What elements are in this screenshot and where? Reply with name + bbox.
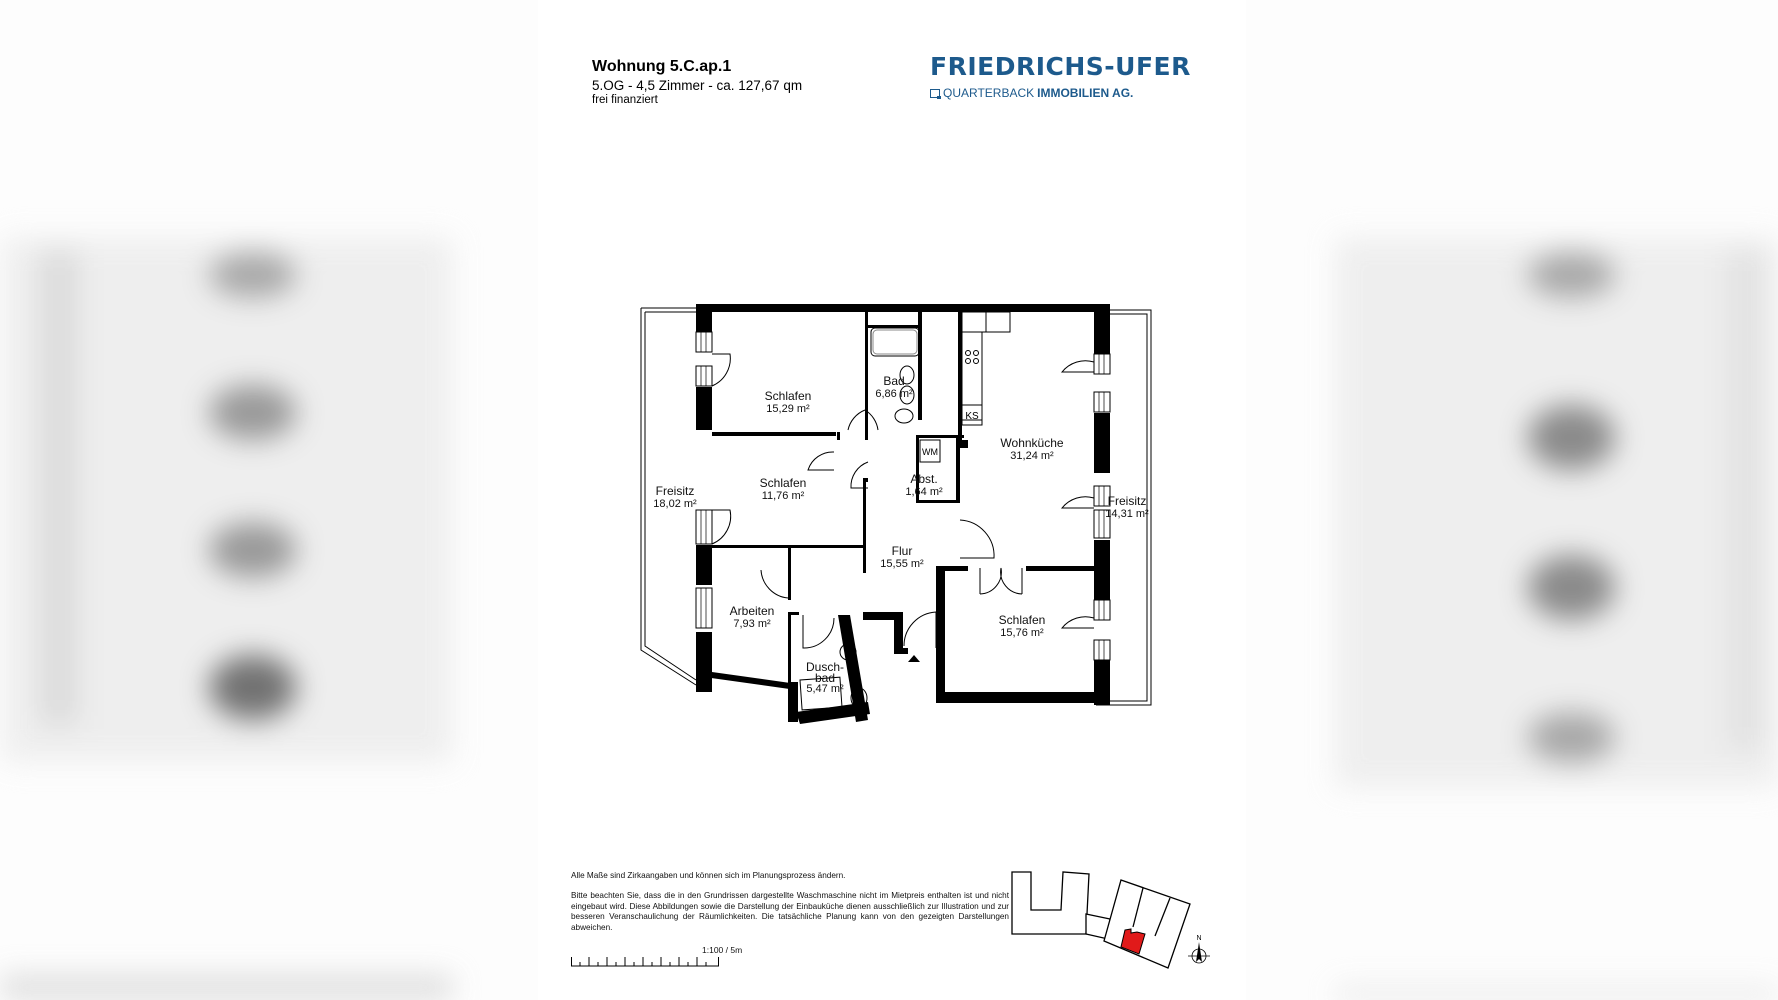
- north-arrow-icon: N: [1188, 935, 1210, 964]
- blurred-background-right: [1246, 0, 1778, 1000]
- blurred-floorplan-icon: [1335, 237, 1778, 1000]
- scale-label: 1:100 / 5m: [702, 945, 743, 955]
- floorplan-drawing: WM KS: [640, 304, 1152, 724]
- fridge-label: KS: [965, 411, 979, 422]
- blurred-floorplan-icon: [0, 237, 453, 1000]
- washing-machine-label: WM: [922, 447, 938, 457]
- disclaimer-illustration: Bitte beachten Sie, dass die in den Grun…: [571, 891, 1009, 932]
- company-suffix: IMMOBILIEN AG.: [1037, 86, 1134, 100]
- scale-bar-icon: [571, 957, 719, 967]
- company-prefix: QUARTERBACK: [943, 86, 1035, 100]
- financing-type: frei finanziert: [592, 94, 658, 106]
- floorplan-document: Wohnung 5.C.ap.1 5.OG - 4,5 Zimmer - ca.…: [538, 0, 1246, 1000]
- company-logo-icon: [930, 88, 941, 99]
- brand-logo: FRIEDRICHS-UFER: [930, 52, 1191, 81]
- apartment-location-marker: [1120, 928, 1146, 955]
- blurred-background-left: [0, 0, 540, 1000]
- apartment-title: Wohnung 5.C.ap.1: [592, 58, 732, 75]
- disclaimer-measurements: Alle Maße sind Zirkaangaben und können s…: [571, 871, 846, 880]
- apartment-summary: 5.OG - 4,5 Zimmer - ca. 127,67 qm: [592, 78, 803, 93]
- entrance-arrow-icon: [908, 655, 920, 662]
- svg-text:N: N: [1196, 935, 1201, 942]
- site-map: N: [1011, 871, 1210, 969]
- room-label: Abst.1,64 m²: [905, 472, 943, 499]
